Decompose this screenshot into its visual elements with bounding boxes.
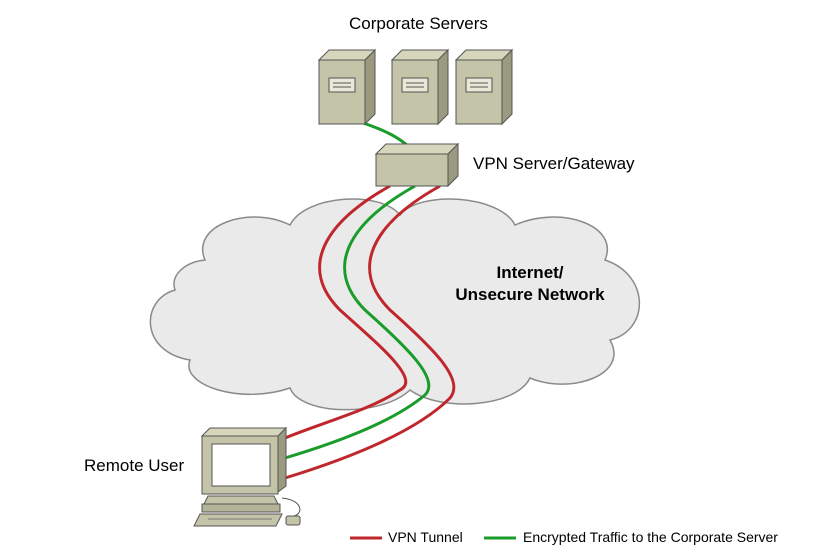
gateway-icon [374,142,460,188]
tunnel-line-inner [284,184,456,480]
vpn-tunnel-lines [284,184,456,480]
corporate-servers-label: Corporate Servers [349,14,488,33]
internet-label-line1: Internet/ [496,263,564,282]
legend-vpn-tunnel: VPN Tunnel [388,529,463,545]
computer-icon [193,426,301,527]
legend-encrypted-traffic: Encrypted Traffic to the Corporate Serve… [523,529,778,545]
vpn-gateway-label: VPN Server/Gateway [473,154,635,173]
traffic-line [284,184,431,460]
tunnel-line-outer [284,184,408,440]
server-icon [454,48,514,126]
internet-label: Internet/ Unsecure Network [410,262,650,306]
internet-label-line2: Unsecure Network [455,285,605,304]
remote-user-label: Remote User [84,456,185,475]
server-icon [390,48,450,126]
server-icon [317,48,377,126]
